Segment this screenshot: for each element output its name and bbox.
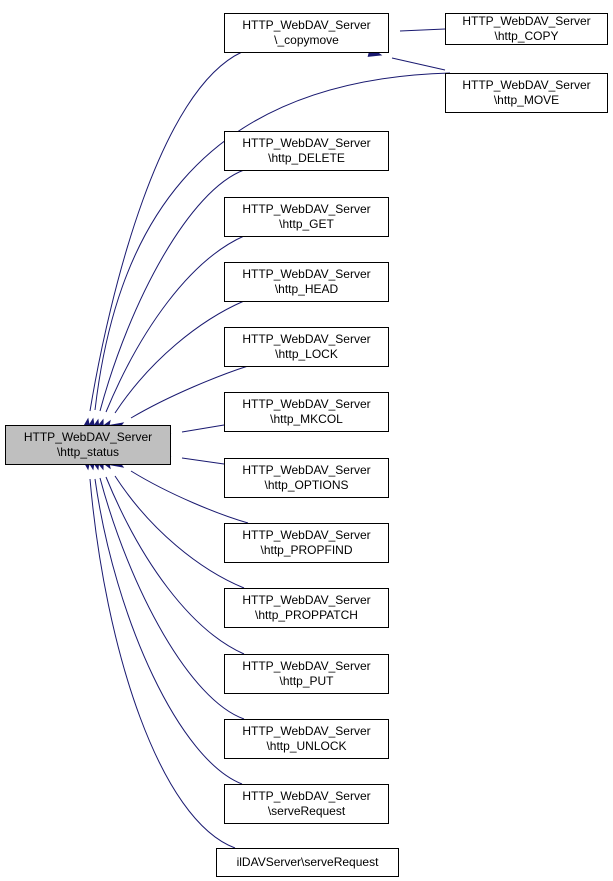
node-http-proppatch[interactable]: HTTP_WebDAV_Server\http_PROPPATCH <box>224 588 389 628</box>
edge-ilDAVServer_serveRequest-to-http_status <box>80 455 236 849</box>
node-label-line-2: \http_OPTIONS <box>264 478 348 492</box>
node-label-line-1: HTTP_WebDAV_Server <box>242 267 370 281</box>
node-http-mkcol[interactable]: HTTP_WebDAV_Server\http_MKCOL <box>224 392 389 432</box>
node-box <box>224 784 389 824</box>
edge-http_PUT-to-http_status <box>93 455 245 655</box>
node-label-line-2: \serveRequest <box>268 804 346 818</box>
edge-http_GET-to-http_status <box>93 235 245 434</box>
node-box <box>224 654 389 694</box>
edge-http_MOVE-to-http_status <box>85 72 451 433</box>
node-copymove[interactable]: HTTP_WebDAV_Server\_copymove <box>224 13 389 53</box>
edge-line <box>94 72 451 411</box>
edge-line <box>89 51 243 412</box>
node-box <box>224 719 389 759</box>
node-http-lock[interactable]: HTTP_WebDAV_Server\http_LOCK <box>224 327 389 367</box>
node-http-get[interactable]: HTTP_WebDAV_Server\http_GET <box>224 197 389 237</box>
node-box <box>224 523 389 563</box>
node-label-line-1: HTTP_WebDAV_Server <box>462 78 590 92</box>
node-label-line-1: HTTP_WebDAV_Server <box>462 14 590 28</box>
node-box <box>445 73 608 113</box>
node-box <box>445 13 608 45</box>
node-label-line-1: HTTP_WebDAV_Server <box>24 430 152 444</box>
edge-line <box>99 477 245 720</box>
node-http-head[interactable]: HTTP_WebDAV_Server\http_HEAD <box>224 262 389 302</box>
node-http-status[interactable]: HTTP_WebDAV_Server\http_status <box>5 425 171 465</box>
edge-serveRequest-to-http_status <box>85 455 243 785</box>
edge-line <box>114 300 245 414</box>
edge-line <box>99 169 245 412</box>
node-label-line-1: HTTP_WebDAV_Server <box>242 18 370 32</box>
node-label-line-2: \http_GET <box>279 217 334 231</box>
node-label-line-2: \http_PUT <box>279 674 334 688</box>
node-label-line-2: \http_HEAD <box>275 282 339 296</box>
node-label-line-2: \http_COPY <box>494 29 558 43</box>
node-label-line-2: \http_MKCOL <box>270 412 343 426</box>
node-box <box>224 392 389 432</box>
node-http-move[interactable]: HTTP_WebDAV_Server\http_MOVE <box>445 73 608 113</box>
node-label-line-2: \http_LOCK <box>275 347 338 361</box>
node-box <box>224 327 389 367</box>
node-label-line-1: HTTP_WebDAV_Server <box>242 397 370 411</box>
node-label-line-2: \http_MOVE <box>494 93 559 107</box>
node-label-line-1: HTTP_WebDAV_Server <box>242 202 370 216</box>
nodes-layer: HTTP_WebDAV_Server\http_statusHTTP_WebDA… <box>5 13 608 877</box>
node-label-line-2: \http_PROPFIND <box>260 543 352 557</box>
edge-copymove-to-http_status <box>80 51 243 433</box>
node-label-line-2: \http_PROPPATCH <box>255 608 358 622</box>
edge-line <box>94 478 243 785</box>
node-label-line-2: \_copymove <box>274 33 339 47</box>
edge-line <box>105 476 245 655</box>
edge-line <box>130 470 249 524</box>
node-box <box>224 588 389 628</box>
edge-line <box>105 235 245 413</box>
edge-line <box>130 365 249 419</box>
edge-http_PROPPATCH-to-http_status <box>98 454 245 589</box>
node-serverequest[interactable]: HTTP_WebDAV_Server\serveRequest <box>224 784 389 824</box>
node-label-line-1: HTTP_WebDAV_Server <box>242 528 370 542</box>
node-http-propfind[interactable]: HTTP_WebDAV_Server\http_PROPFIND <box>224 523 389 563</box>
edge-line <box>114 475 245 589</box>
node-http-unlock[interactable]: HTTP_WebDAV_Server\http_UNLOCK <box>224 719 389 759</box>
edge-line <box>89 478 236 849</box>
node-box <box>224 13 389 53</box>
node-box <box>216 848 399 877</box>
node-label-line-1: HTTP_WebDAV_Server <box>242 724 370 738</box>
node-label-line-1: ilDAVServer\serveRequest <box>237 855 379 869</box>
node-http-delete[interactable]: HTTP_WebDAV_Server\http_DELETE <box>224 131 389 171</box>
edge-http_HEAD-to-http_status <box>98 300 245 435</box>
node-box <box>5 425 171 465</box>
edge-line <box>391 57 446 71</box>
node-label-line-1: HTTP_WebDAV_Server <box>242 593 370 607</box>
node-http-put[interactable]: HTTP_WebDAV_Server\http_PUT <box>224 654 389 694</box>
node-label-line-2: \http_UNLOCK <box>266 739 346 753</box>
node-box <box>224 131 389 171</box>
node-http-options[interactable]: HTTP_WebDAV_Server\http_OPTIONS <box>224 458 389 498</box>
edge-line <box>399 28 446 32</box>
node-box <box>224 197 389 237</box>
node-label-line-1: HTTP_WebDAV_Server <box>242 332 370 346</box>
edge-line <box>181 424 225 433</box>
node-label-line-2: \http_DELETE <box>268 151 345 165</box>
node-box <box>224 262 389 302</box>
node-label-line-1: HTTP_WebDAV_Server <box>242 463 370 477</box>
node-label-line-1: HTTP_WebDAV_Server <box>242 136 370 150</box>
node-label-line-2: \http_status <box>57 445 119 459</box>
node-http-copy[interactable]: HTTP_WebDAV_Server\http_COPY <box>445 13 608 45</box>
edge-line <box>181 457 225 465</box>
node-label-line-1: HTTP_WebDAV_Server <box>242 659 370 673</box>
node-label-line-1: HTTP_WebDAV_Server <box>242 789 370 803</box>
node-box <box>224 458 389 498</box>
node-ildavserver-serverequest[interactable]: ilDAVServer\serveRequest <box>216 848 399 877</box>
